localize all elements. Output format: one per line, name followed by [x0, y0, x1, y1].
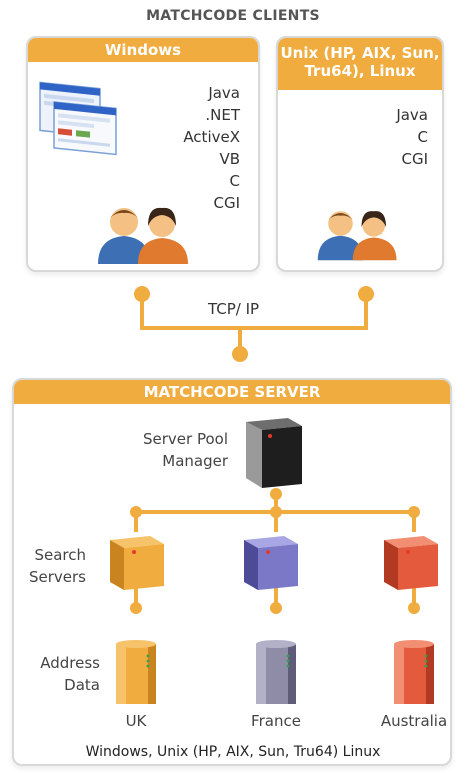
windows-lang-cgi: CGI — [213, 194, 240, 212]
country-france: France — [251, 712, 301, 730]
unix-client-box: Unix (HP, AIX, Sun, Tru64), Linux Java C… — [276, 36, 444, 272]
server-link-node — [232, 346, 248, 362]
windows-client-box: Windows Java .NET ActiveX VB C CGI — [26, 36, 260, 272]
pool-manager-line2: Manager — [162, 452, 228, 470]
address-data-line2: Data — [64, 676, 100, 694]
windows-lang-activex: ActiveX — [183, 128, 240, 146]
australia-search-server-cube-icon — [384, 536, 438, 590]
pool-manager-label: Server Pool Manager — [110, 428, 228, 472]
unix-header-line1: Unix (HP, AIX, Sun, — [280, 44, 440, 62]
tcp-ip-connector — [134, 286, 374, 362]
search-servers-line1: Search — [34, 546, 86, 564]
unix-link-node — [358, 286, 374, 302]
windows-header: Windows — [28, 38, 258, 62]
windows-languages: Java .NET ActiveX VB C CGI — [183, 82, 240, 214]
pool-manager-cube-icon — [246, 418, 302, 488]
tcp-ip-label: TCP/ IP — [208, 300, 260, 318]
server-tree-connector — [130, 488, 420, 614]
france-search-server-cube-icon — [244, 536, 298, 590]
unix-header-line2: Tru64), Linux — [304, 62, 416, 80]
pool-manager-line1: Server Pool — [143, 430, 228, 448]
country-australia: Australia — [380, 712, 448, 730]
unix-lang-java: Java — [396, 106, 428, 124]
country-uk: UK — [125, 712, 147, 730]
windows-lang-c: C — [229, 172, 240, 190]
unix-lang-cgi: CGI — [401, 150, 428, 168]
search-servers-label: Search Servers — [8, 544, 86, 588]
windows-lang-vb: VB — [219, 150, 240, 168]
users-icon — [98, 207, 188, 264]
server-box: MATCHCODE SERVER — [12, 378, 452, 766]
australia-address-data-icon — [394, 640, 434, 704]
app-windows-icon — [39, 81, 117, 156]
windows-header-label: Windows — [104, 41, 182, 59]
address-data-label: Address Data — [8, 652, 100, 696]
windows-lang-java: Java — [208, 84, 240, 102]
search-servers-line2: Servers — [28, 568, 86, 586]
server-header: MATCHCODE SERVER — [14, 380, 450, 404]
france-address-data-icon — [256, 640, 296, 704]
users-icon — [317, 211, 397, 261]
server-platforms-footer: Windows, Unix (HP, AIX, Sun, Tru64) Linu… — [85, 744, 381, 760]
uk-address-data-icon — [116, 640, 156, 704]
uk-search-server-cube-icon — [110, 536, 164, 590]
unix-lang-c: C — [417, 128, 428, 146]
address-data-line1: Address — [40, 654, 100, 672]
clients-title: MATCHCODE CLIENTS — [146, 8, 320, 24]
windows-link-node — [134, 286, 150, 302]
windows-lang-dotnet: .NET — [205, 106, 240, 124]
unix-header: Unix (HP, AIX, Sun, Tru64), Linux — [278, 38, 442, 90]
server-header-label: MATCHCODE SERVER — [143, 383, 321, 401]
unix-languages: Java C CGI — [396, 104, 428, 170]
